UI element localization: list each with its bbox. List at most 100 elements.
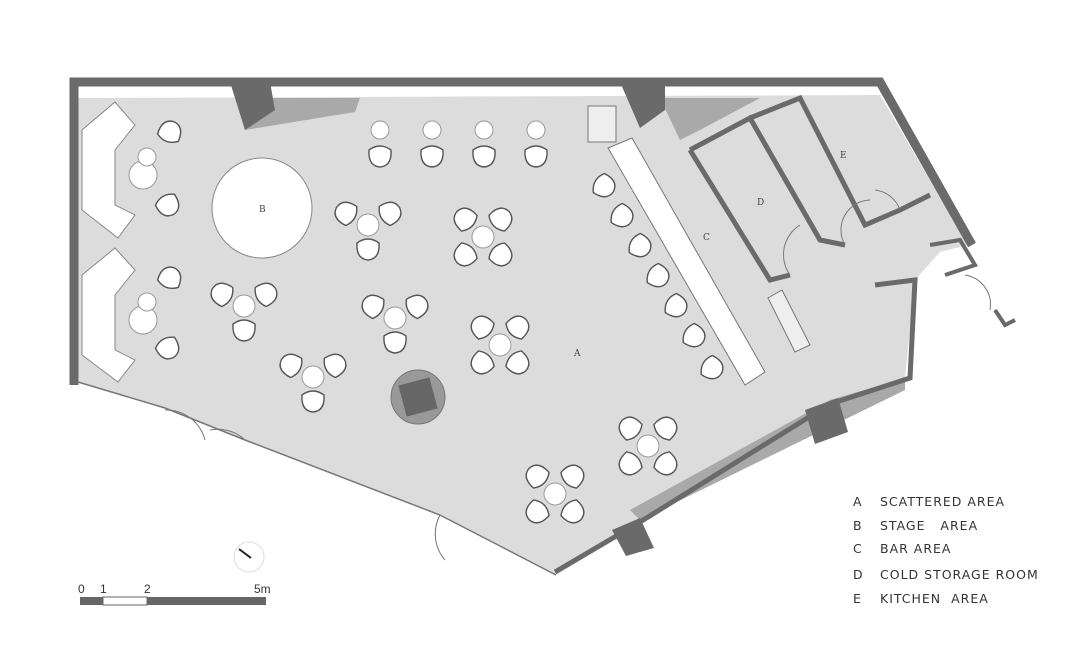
legend-text: COLD STORAGE ROOM — [880, 567, 1039, 582]
area-label-d: D — [757, 198, 764, 208]
chair-seat — [700, 354, 724, 380]
chair — [524, 145, 548, 168]
chair — [368, 145, 392, 168]
chair-seat — [525, 499, 550, 524]
chair — [383, 331, 407, 354]
wall-block — [620, 82, 665, 128]
column — [398, 377, 438, 417]
bar-counter — [607, 137, 766, 386]
sofa — [81, 247, 136, 383]
chair-seat — [470, 350, 495, 375]
table — [383, 306, 407, 330]
chair — [525, 464, 550, 489]
legend-key: C — [853, 541, 863, 556]
area-label-e: E — [840, 151, 847, 161]
chair — [470, 350, 495, 375]
partition-c-d — [688, 114, 846, 248]
table — [370, 120, 390, 140]
chair — [618, 451, 643, 476]
chair — [154, 336, 180, 360]
chair — [618, 416, 643, 441]
chair-seat — [628, 232, 652, 258]
chair-seat — [610, 202, 634, 228]
kitchen-wall — [929, 237, 978, 277]
scale-label: 5m — [254, 582, 271, 596]
table — [137, 292, 157, 312]
chair — [664, 292, 688, 318]
chair-seat — [279, 353, 303, 379]
area-label-c: C — [703, 233, 710, 243]
chair-seat — [254, 282, 278, 308]
area-label-b: B — [259, 205, 266, 215]
chair — [525, 499, 550, 524]
chair-seat — [505, 350, 530, 375]
chair-seat — [472, 145, 496, 168]
chair-seat — [505, 315, 530, 340]
bottom-right-wall — [553, 277, 918, 575]
chair-seat — [156, 266, 182, 290]
chair — [156, 266, 182, 290]
chair — [405, 294, 429, 320]
chair — [453, 242, 478, 267]
chair-seat — [420, 145, 444, 168]
chair-seat — [154, 336, 180, 360]
chair-seat — [488, 207, 513, 232]
wall-block — [612, 518, 654, 556]
chair-seat — [470, 315, 495, 340]
area-label-a: A — [573, 349, 581, 359]
door — [434, 514, 446, 561]
table — [526, 120, 546, 140]
legend-text: KITCHEN AREA — [880, 591, 989, 606]
chair — [301, 390, 325, 413]
door — [840, 199, 871, 246]
chair-seat — [232, 319, 256, 342]
north-arrow-needle — [238, 548, 252, 559]
chair-seat — [664, 292, 688, 318]
chair — [154, 193, 180, 217]
chair-seat — [301, 390, 325, 413]
chair — [472, 145, 496, 168]
chair-seat — [334, 201, 358, 227]
sofa — [81, 101, 136, 239]
chair — [505, 350, 530, 375]
table — [137, 147, 157, 167]
table — [488, 333, 512, 357]
chair — [156, 120, 182, 144]
chair-seat — [653, 416, 678, 441]
stage — [211, 157, 313, 259]
chair-seat — [210, 282, 234, 308]
chair — [323, 353, 347, 379]
partition-d-e — [749, 94, 932, 229]
chair — [378, 201, 402, 227]
chair — [488, 207, 513, 232]
table — [636, 434, 660, 458]
table — [471, 225, 495, 249]
chair-seat — [154, 193, 180, 217]
shelf — [587, 105, 617, 143]
chair — [356, 238, 380, 261]
scale-label: 2 — [144, 582, 151, 596]
chair — [334, 201, 358, 227]
table — [356, 213, 380, 237]
table — [474, 120, 494, 140]
chair — [361, 294, 385, 320]
table — [301, 365, 325, 389]
chair — [420, 145, 444, 168]
door — [874, 189, 901, 211]
chair — [488, 242, 513, 267]
chair — [505, 315, 530, 340]
chair-seat — [560, 464, 585, 489]
chair — [560, 499, 585, 524]
scale-label: 1 — [100, 582, 107, 596]
chair — [628, 232, 652, 258]
chair-seat — [525, 464, 550, 489]
legend-key: E — [853, 591, 862, 606]
chair — [700, 354, 724, 380]
wall-block — [805, 398, 848, 444]
chair-seat — [361, 294, 385, 320]
inner-wall-right — [660, 98, 760, 140]
table — [543, 482, 567, 506]
door — [164, 409, 206, 441]
chair — [646, 262, 670, 288]
